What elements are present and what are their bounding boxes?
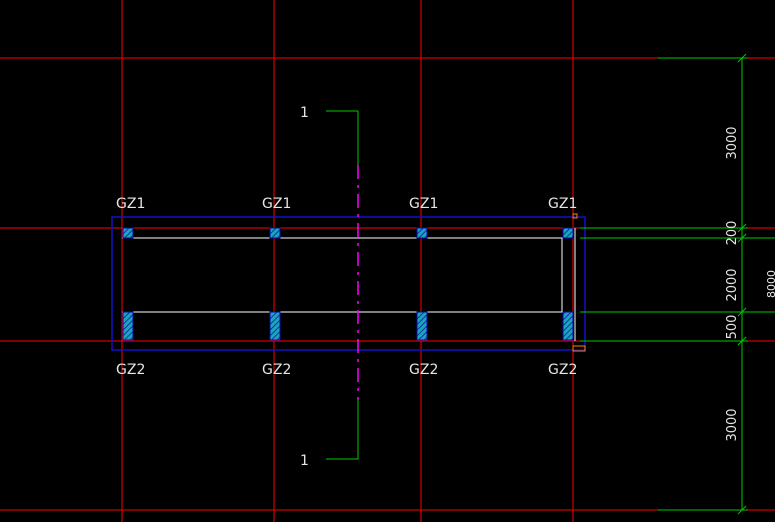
wall-outlines [122, 228, 576, 341]
columns-top [122, 227, 574, 239]
section-label-top: 1 [300, 105, 309, 121]
dimension-label-middle: 2000 [725, 268, 740, 301]
dimension-tick [737, 53, 747, 63]
dimension-label-top-span: 3000 [725, 126, 740, 159]
section-cut-line: 1 1 [300, 105, 359, 469]
corner-marker-bottom [572, 345, 586, 352]
column-label: GZ1 [262, 196, 291, 212]
dimension-label-bottom-span: 3000 [725, 408, 740, 441]
corner-marker-top [572, 213, 578, 219]
dimension-lines [580, 53, 775, 515]
column-labels-bottom: GZ2 GZ2 GZ2 GZ2 [116, 362, 577, 378]
dimension-labels: 3000 200 2000 500 3000 8000 [725, 126, 775, 441]
dimension-tick [737, 336, 747, 346]
column-gz2[interactable] [562, 311, 574, 341]
corner-markers [572, 213, 586, 352]
column-gz1[interactable] [269, 227, 281, 239]
column-label: GZ2 [116, 362, 145, 378]
column-label: GZ2 [548, 362, 577, 378]
foundation-boundary[interactable] [111, 216, 586, 351]
column-gz1[interactable] [416, 227, 428, 239]
dimension-tick [737, 505, 747, 515]
section-marker-top [326, 110, 359, 165]
column-label: GZ2 [262, 362, 291, 378]
section-label-bottom: 1 [300, 453, 309, 469]
column-gz1[interactable] [122, 227, 134, 239]
section-marker-bottom [326, 400, 359, 460]
column-gz2[interactable] [122, 311, 134, 341]
dimension-tick [737, 307, 747, 317]
column-label: GZ2 [409, 362, 438, 378]
column-gz2[interactable] [416, 311, 428, 341]
column-gz1[interactable] [562, 227, 574, 239]
column-label: GZ1 [116, 196, 145, 212]
column-label: GZ1 [548, 196, 577, 212]
dimension-label-total: 8000 [765, 270, 775, 298]
columns-bottom [122, 311, 574, 341]
column-labels-top: GZ1 GZ1 GZ1 GZ1 [116, 196, 577, 212]
dimension-label-wall-top: 200 [725, 221, 740, 246]
dimension-tick [737, 223, 747, 233]
dimension-label-wall-bottom: 500 [725, 315, 740, 340]
dimension-tick [737, 233, 747, 243]
column-gz2[interactable] [269, 311, 281, 341]
column-label: GZ1 [409, 196, 438, 212]
